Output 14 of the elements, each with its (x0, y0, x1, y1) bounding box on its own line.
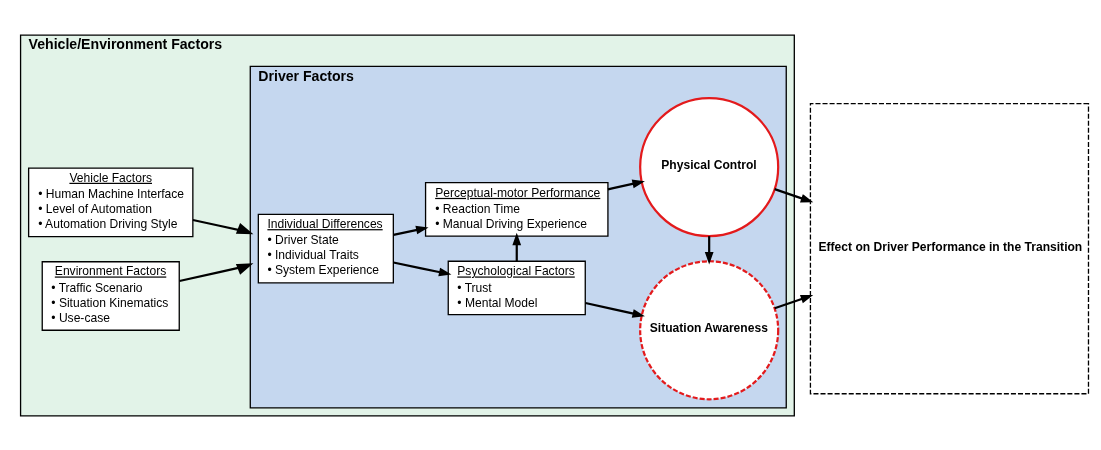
arrow (607, 179, 645, 190)
node-circle: Situation Awareness (639, 259, 780, 400)
node-box: Perceptual-motor Performance • Reaction Time • Manual Driving Experience (424, 181, 609, 237)
arrow (393, 260, 452, 276)
node-box: Effect on Driver Performance in the Transition (809, 102, 1090, 394)
node-box: Individual Differences • Driver State • Individual Traits • System Experience (257, 213, 394, 284)
node-circle: Physical Control (639, 96, 780, 237)
arrow (585, 301, 645, 318)
arrow (192, 218, 254, 234)
arrow (179, 262, 254, 282)
node-box: Psychological Factors • Trust • Mental Model (447, 260, 586, 315)
node-box: Vehicle Factors • Human Machine Interface • Level of Automation • Automation Driving Style (27, 166, 194, 237)
arrow (393, 225, 429, 236)
node-box: Environment Factors • Traffic Scenario • Situation Kinematics • Use-case (41, 260, 180, 331)
